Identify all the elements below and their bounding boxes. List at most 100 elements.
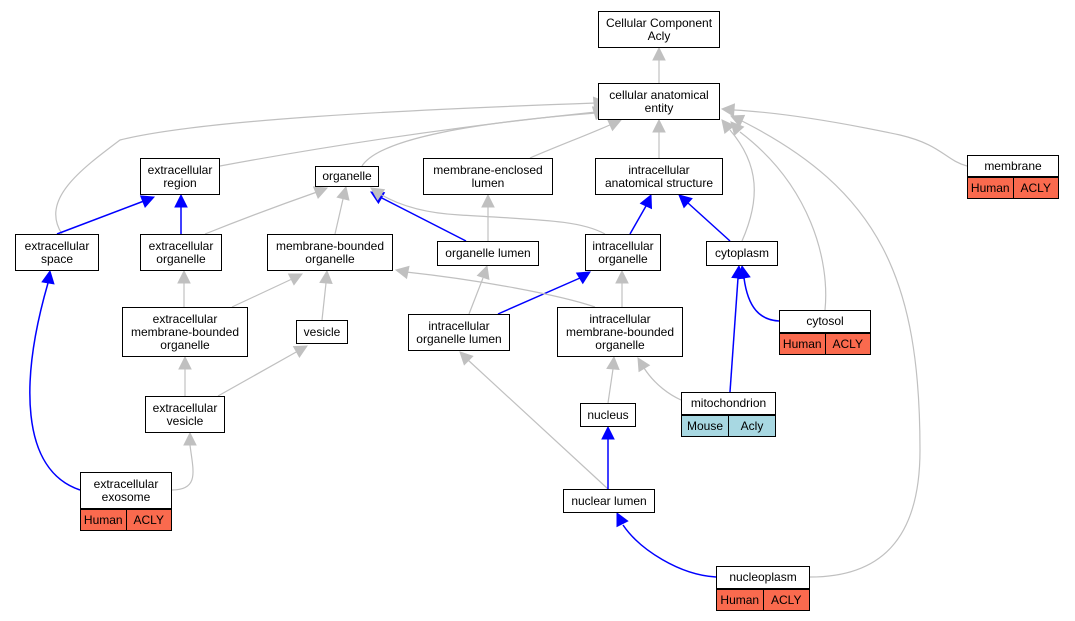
edge-ee-es <box>29 282 81 491</box>
arrowhead-np-cae <box>729 114 746 128</box>
node-vesicle[interactable]: vesicle <box>296 320 348 344</box>
tag-species: Human <box>81 510 126 530</box>
arrowhead-nl-iol <box>459 351 474 366</box>
edge-ves-mbo <box>321 282 327 321</box>
arrowhead-mel-cae <box>606 118 623 132</box>
arrowhead-ee-es <box>41 269 55 285</box>
node-organelle-lumen[interactable]: organelle lumen <box>437 241 539 266</box>
node-cellular-anatomical-entity[interactable]: cellular anatomical entity <box>598 83 720 120</box>
tag-nucleoplasm: Human ACLY <box>716 589 810 611</box>
tag-gene: ACLY <box>824 334 870 354</box>
arrowhead-eo-org <box>312 186 329 199</box>
arrowhead-cytosol-cae <box>730 121 745 136</box>
arrowhead-mbo-org <box>336 185 350 201</box>
edge-ol-org <box>377 195 467 242</box>
arrowhead-np-nl <box>616 512 629 528</box>
tag-cytosol: Human ACLY <box>779 333 871 355</box>
arrowhead-cae-cc <box>652 46 666 61</box>
edge-mem-cae <box>733 109 968 167</box>
edge-cyto-cae <box>729 129 755 242</box>
arrowhead-ves-mbo <box>319 269 333 285</box>
node-organelle[interactable]: organelle <box>315 166 379 187</box>
node-membrane[interactable]: membrane <box>967 155 1059 177</box>
tag-species: Mouse <box>682 416 728 436</box>
arrowhead-mito-cyto <box>731 264 745 280</box>
tag-gene: ACLY <box>125 510 171 530</box>
node-intracellular-membrane-bounded-organelle[interactable]: intracellular membrane-bounded organelle <box>557 307 683 357</box>
edge-ev-ves <box>217 350 299 397</box>
node-extracellular-vesicle[interactable]: extracellular vesicle <box>145 396 225 433</box>
edge-org-cae <box>361 112 597 167</box>
edge-np-cae <box>739 119 921 578</box>
tag-species: Human <box>780 334 825 354</box>
arrowhead-ee-ev <box>183 431 197 446</box>
edge-np-nl <box>622 524 717 578</box>
edge-es-cae <box>55 102 597 235</box>
tag-membrane: Human ACLY <box>967 177 1059 199</box>
node-intracellular-anatomical-structure[interactable]: intracellular anatomical structure <box>595 158 723 195</box>
edge-iol-io <box>497 277 581 315</box>
edge-nl-iol <box>467 359 609 490</box>
arrowhead-io-ias <box>639 193 653 210</box>
arrowhead-eo-er <box>174 193 188 208</box>
arrowhead-imbo-io <box>615 269 629 284</box>
arrowhead-io-org <box>370 187 386 201</box>
node-nuclear-lumen[interactable]: nuclear lumen <box>563 489 655 513</box>
edge-ee-ev <box>171 444 194 491</box>
tag-gene: ACLY <box>1012 178 1058 198</box>
edge-cytosol-cae <box>739 131 827 311</box>
edge-cyto-ias <box>687 202 731 242</box>
edge-io-ias <box>629 205 647 235</box>
edge-eo-org <box>204 191 318 235</box>
node-cytoplasm[interactable]: cytoplasm <box>706 241 778 266</box>
edge-mbo-org <box>334 198 344 235</box>
edge-es-er <box>56 200 145 235</box>
node-extracellular-membrane-bounded-organelle[interactable]: extracellular membrane-bounded organelle <box>122 307 248 357</box>
node-extracellular-space[interactable]: extracellular space <box>15 234 99 271</box>
arrowhead-imbo-mbo <box>394 265 410 280</box>
edge-mito-cyto <box>729 277 739 393</box>
arrowhead-ev-ves <box>292 345 308 359</box>
node-membrane-bounded-organelle[interactable]: membrane-bounded organelle <box>267 234 393 271</box>
node-extracellular-region[interactable]: extracellular region <box>140 158 220 195</box>
tag-extracellular-exosome: Human ACLY <box>80 509 172 531</box>
node-extracellular-exosome[interactable]: extracellular exosome <box>80 472 172 509</box>
tag-gene: Acly <box>728 416 775 436</box>
arrowhead-cyto-cae <box>721 119 736 135</box>
arrowhead-nuc-imbo <box>606 355 620 371</box>
edge-embo-mbo <box>231 278 293 308</box>
edge-io-org <box>379 193 606 235</box>
arrowhead-iol-io <box>575 271 591 285</box>
node-intracellular-organelle[interactable]: intracellular organelle <box>585 234 661 271</box>
arrowhead-ias-cae <box>652 118 666 133</box>
node-extracellular-organelle[interactable]: extracellular organelle <box>140 234 222 271</box>
arrowhead-iol-ol <box>476 264 490 281</box>
edge-mel-cae <box>529 123 613 159</box>
node-mitochondrion[interactable]: mitochondrion <box>681 392 776 415</box>
arrowhead-ev-embo <box>178 355 192 370</box>
edge-mito-imbo <box>643 367 682 401</box>
tag-mitochondrion: Mouse Acly <box>681 415 776 437</box>
arrowhead-embo-mbo <box>287 273 303 286</box>
edge-nuc-imbo <box>607 368 614 404</box>
tag-species: Human <box>968 178 1013 198</box>
node-cellular-component[interactable]: Cellular Component Acly <box>598 11 720 48</box>
tag-gene: ACLY <box>762 590 809 610</box>
arrowhead-ol-mel <box>481 193 495 208</box>
node-nucleoplasm[interactable]: nucleoplasm <box>716 566 810 589</box>
arrowhead-embo-eo <box>177 269 191 284</box>
arrowhead-cyto-ias <box>678 194 693 209</box>
node-intracellular-organelle-lumen[interactable]: intracellular organelle lumen <box>408 314 510 351</box>
node-cytosol[interactable]: cytosol <box>779 310 871 333</box>
arrowhead-es-er <box>139 195 156 208</box>
edge-imbo-mbo <box>405 271 596 308</box>
node-membrane-enclosed-lumen[interactable]: membrane-enclosed lumen <box>423 158 553 195</box>
edge-iol-ol <box>468 277 484 315</box>
arrowhead-nl-nuc <box>601 425 615 440</box>
arrowhead-mem-cae <box>720 103 736 117</box>
edge-cytosol-cyto <box>743 277 780 322</box>
tag-species: Human <box>717 590 763 610</box>
node-nucleus[interactable]: nucleus <box>580 403 636 427</box>
